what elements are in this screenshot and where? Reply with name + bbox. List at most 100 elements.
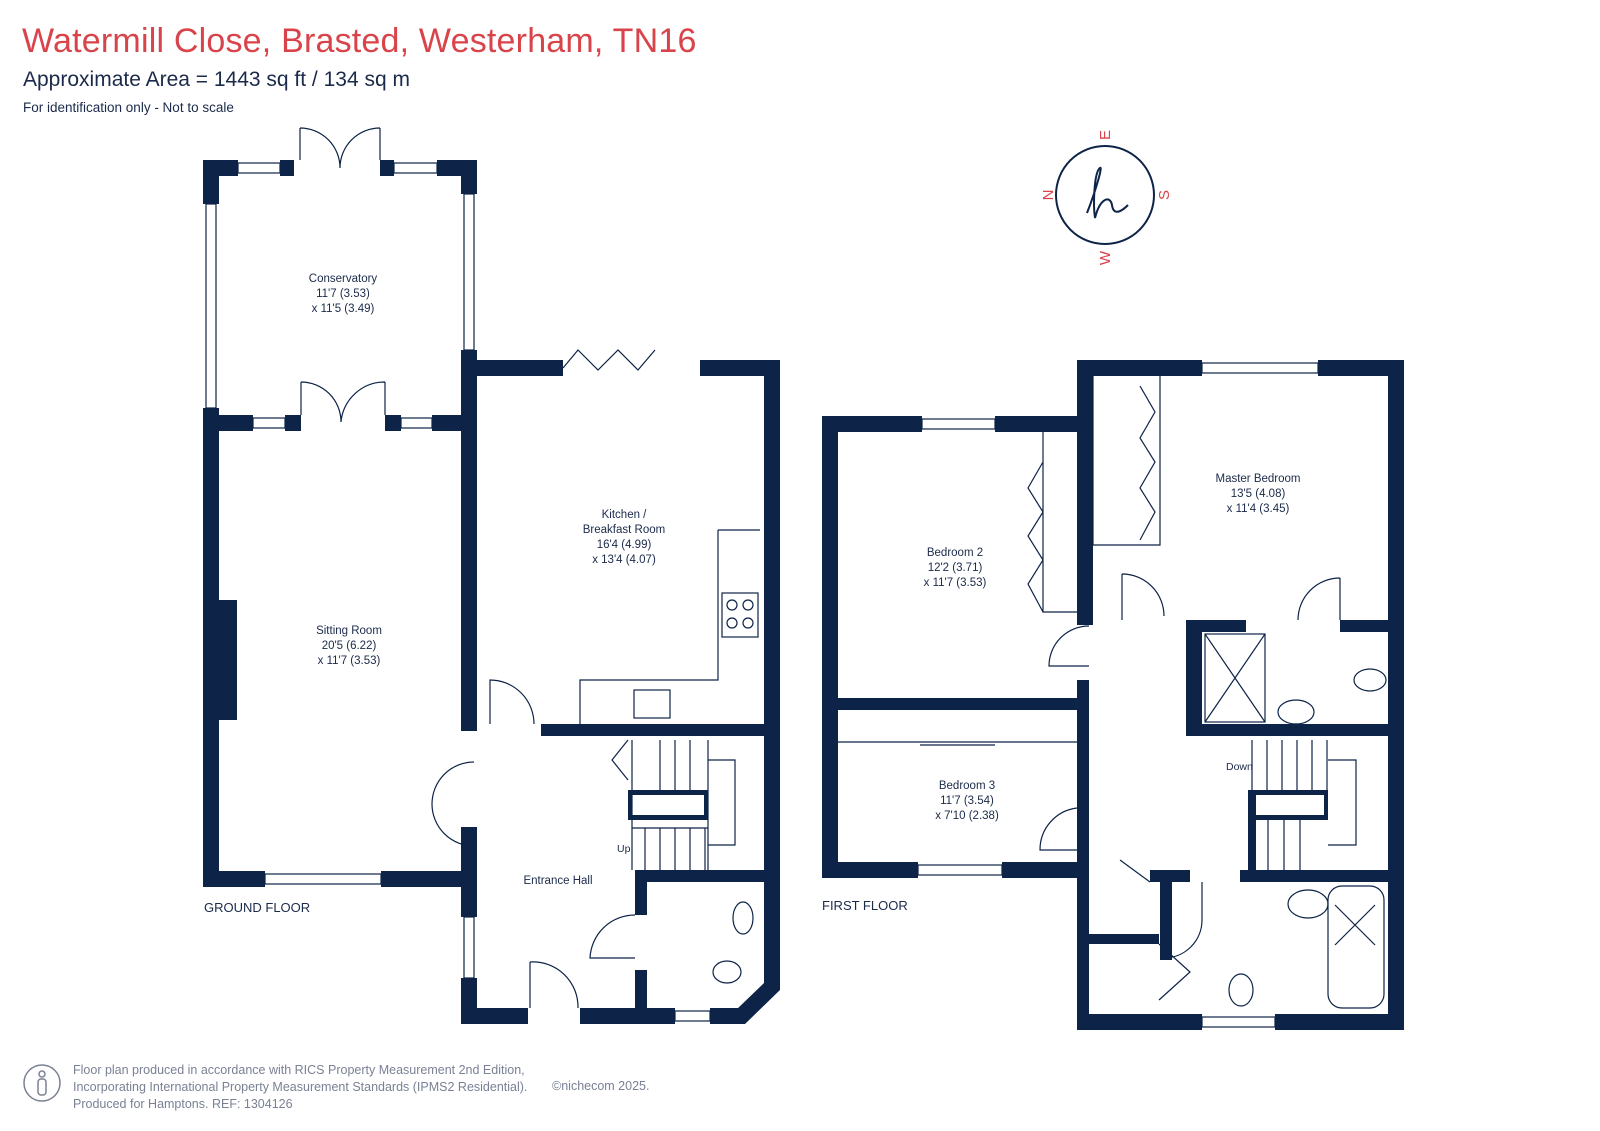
wall	[432, 415, 477, 431]
kitchen-label-2: Breakfast Room	[583, 524, 665, 536]
footer-line-1: Floor plan produced in accordance with R…	[73, 1063, 525, 1077]
footer-line-3: Produced for Hamptons. REF: 1304126	[73, 1097, 293, 1111]
french-doors	[300, 381, 386, 423]
basin	[1277, 699, 1315, 725]
wall	[1077, 680, 1089, 890]
french-doors	[299, 127, 381, 169]
kitchen-dim1: 16'4 (4.99)	[597, 539, 652, 551]
wall	[736, 970, 780, 1024]
door	[489, 679, 535, 725]
footer-line-2: Incorporating International Property Mea…	[73, 1080, 528, 1094]
wardrobe	[1027, 432, 1077, 613]
compass-west: W	[1097, 250, 1114, 265]
stair-cupboard	[1252, 795, 1324, 815]
wall	[461, 360, 563, 376]
wall	[381, 871, 477, 887]
window	[674, 1010, 711, 1022]
kitchen-label: Kitchen /	[602, 509, 648, 521]
window	[921, 418, 996, 430]
sitting-room-dim2: x 11'7 (3.53)	[318, 655, 381, 667]
wall	[635, 870, 647, 915]
bedroom-3-dim1: 11'7 (3.54)	[940, 795, 994, 807]
door	[1297, 577, 1341, 621]
info-person-icon	[23, 1064, 61, 1102]
cupboard-door	[1158, 943, 1191, 1001]
master-bedroom-label: Master Bedroom	[1215, 473, 1300, 485]
cupboard-door	[611, 739, 629, 781]
window	[237, 162, 281, 174]
compass: N E S W	[1040, 130, 1173, 265]
wall	[1240, 870, 1404, 882]
wall	[385, 415, 401, 431]
sliding-wardrobe	[838, 741, 1077, 746]
wall	[461, 431, 477, 731]
conservatory-label: Conservatory	[309, 273, 378, 285]
front-door	[529, 961, 579, 1009]
window	[252, 417, 286, 429]
toilet	[712, 960, 742, 984]
bathroom-door	[1163, 882, 1203, 959]
door	[1048, 625, 1090, 667]
bedroom-3-label: Bedroom 3	[939, 780, 995, 792]
sink	[633, 689, 671, 719]
window	[1201, 362, 1319, 374]
wall	[1077, 360, 1093, 625]
ground-floor-plan	[203, 160, 780, 1024]
wall	[764, 360, 780, 990]
stairs-up-label: Up	[617, 843, 631, 855]
hob	[721, 592, 759, 638]
window	[917, 864, 1003, 876]
wall	[380, 160, 394, 176]
wall	[203, 871, 265, 887]
kitchen-dim2: x 13'4 (4.07)	[592, 554, 656, 566]
conservatory-dim1: 11'7 (3.53)	[316, 288, 370, 300]
wall	[822, 416, 838, 878]
first-floor-plan	[822, 360, 1404, 1030]
wall	[1077, 862, 1089, 1030]
wall	[822, 862, 918, 878]
sitting-room-label: Sitting Room	[316, 625, 382, 637]
window	[393, 162, 438, 174]
first-floor-windows	[838, 362, 1387, 1028]
door	[1039, 807, 1078, 851]
bedroom-2-dim1: 12'2 (3.71)	[928, 562, 983, 574]
wall	[1275, 1014, 1404, 1030]
stairs-down-label: Down	[1226, 761, 1253, 773]
wall	[1186, 724, 1404, 736]
wall	[700, 360, 780, 376]
wall	[635, 870, 780, 882]
wall	[461, 160, 477, 194]
wall	[203, 160, 238, 176]
bedroom-2-label: Bedroom 2	[927, 547, 983, 559]
wall	[285, 415, 301, 431]
compass-east: E	[1097, 130, 1114, 140]
window	[264, 873, 382, 885]
wall	[1160, 870, 1172, 960]
wall	[1340, 620, 1404, 632]
page-title: Watermill Close, Brasted, Westerham, TN1…	[22, 22, 697, 60]
master-bedroom-dim1: 13'5 (4.08)	[1231, 488, 1286, 500]
scale-note: For identification only - Not to scale	[23, 100, 234, 115]
bedroom-2-dim2: x 11'7 (3.53)	[924, 577, 987, 589]
stair-cupboard	[632, 795, 704, 815]
wall	[1089, 934, 1159, 944]
wall	[203, 415, 219, 887]
window	[400, 417, 433, 429]
bedroom-3-dim2: x 7'10 (2.38)	[935, 810, 999, 822]
compass-north: N	[1040, 190, 1057, 201]
door	[431, 761, 475, 847]
bifold-doors	[562, 349, 656, 371]
wall	[1077, 360, 1202, 376]
window	[205, 203, 217, 409]
wardrobe	[1092, 376, 1161, 546]
ground-floor-windows	[205, 127, 760, 1022]
bath	[1334, 904, 1376, 946]
staircase	[631, 740, 736, 870]
wc-door	[589, 914, 636, 959]
staircase	[1251, 740, 1357, 870]
wall	[461, 1008, 528, 1024]
wall	[822, 416, 922, 432]
window	[1201, 1016, 1276, 1028]
first-floor-label: FIRST FLOOR	[822, 898, 908, 913]
